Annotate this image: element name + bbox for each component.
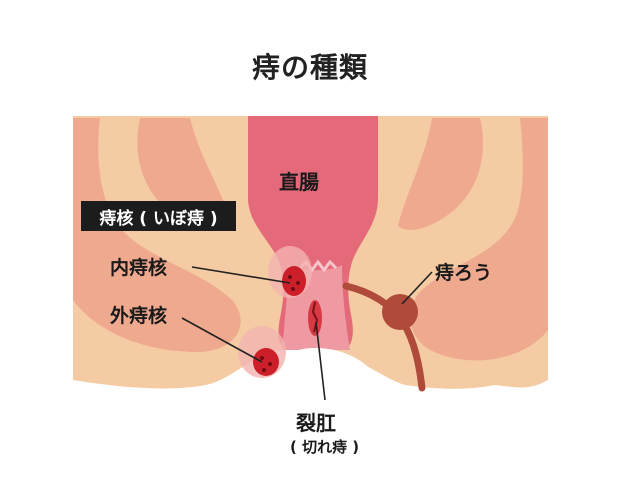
lesion-dot <box>296 281 300 285</box>
hemorrhoid-badge: 痔核 ( いぼ痔 ) <box>81 201 236 231</box>
leader-internal <box>191 266 291 284</box>
lesion-dot <box>260 356 264 360</box>
lesion-dot <box>262 368 266 372</box>
external-hemorrhoid <box>253 348 279 376</box>
label-anal-fissure: 裂肛 <box>296 411 336 435</box>
leader-external <box>181 317 263 363</box>
internal-hemorrhoid <box>282 266 306 296</box>
lesion-dot <box>291 287 295 291</box>
label-anal-fissure-sub: ( 切れ痔 ) <box>290 438 360 456</box>
anal-opening <box>262 348 384 386</box>
label-rectum: 直腸 <box>279 170 319 194</box>
label-external-hemorrhoid: 外痔核 <box>110 305 168 327</box>
label-anal-fistula: 痔ろう <box>435 262 493 284</box>
anal-fissure-crack <box>311 301 319 333</box>
rectum <box>248 116 378 350</box>
label-internal-hemorrhoid: 内痔核 <box>110 257 168 279</box>
lesion-dot <box>268 362 272 366</box>
right-muscle-fold <box>398 118 484 230</box>
leader-fissure <box>315 321 326 401</box>
lesion-dot <box>288 275 292 279</box>
right-gluteal-muscle <box>409 118 548 361</box>
leader-fistula <box>401 271 433 305</box>
diagram-title: 痔の種類 <box>251 51 368 84</box>
fistula-abscess <box>382 294 418 330</box>
left-gluteal-muscle <box>73 118 241 352</box>
